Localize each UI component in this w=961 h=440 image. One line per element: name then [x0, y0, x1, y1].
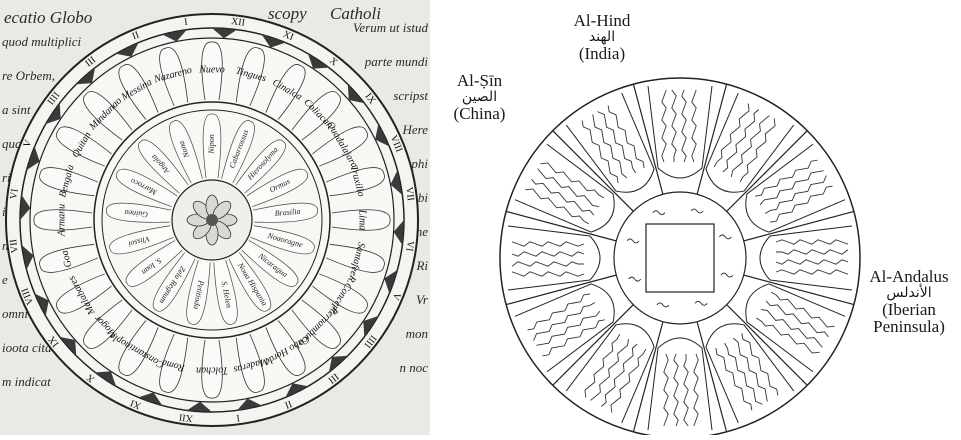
margin-right-text: parte mundi	[364, 54, 429, 69]
margin-left-text: re Orbem,	[2, 68, 55, 83]
top-right-fragment: Catholi	[330, 4, 381, 24]
margin-right-text: Here	[401, 122, 428, 137]
margin-left-text: omni	[2, 306, 28, 321]
top-left-fragment: ecatio Globo	[4, 8, 92, 28]
margin-right-text: Ri	[415, 258, 428, 273]
region-label-hind: Al-Hind الهند (India)	[542, 12, 662, 62]
arabic-qibla-diagram: Al-Hind الهند (India) Al-Ṣīn الصين (Chin…	[432, 0, 961, 435]
roman-numeral: VI	[403, 240, 415, 252]
margin-right-text: scripst	[393, 88, 428, 103]
hind-arabic: الهند	[542, 30, 662, 45]
top-mid-fragment: scopy	[268, 4, 307, 24]
margin-left-text: ioota cita	[2, 340, 52, 355]
margin-right-text: phi	[410, 156, 428, 171]
outer-city-label: Nuevo	[198, 64, 225, 75]
hind-english: (India)	[542, 45, 662, 63]
andalus-arabic: الأندلس	[854, 286, 961, 301]
kaaba-square	[646, 224, 714, 292]
cartographic-circle-figure: quod multiplicire Orbem,a sintqualirit.i…	[0, 0, 430, 435]
region-label-sin: Al-Ṣīn الصين (China)	[432, 72, 527, 122]
roman-numeral: VII	[8, 238, 21, 253]
region-label-andalus: Al-Andalus الأندلس (Iberian Peninsula)	[854, 268, 961, 336]
margin-right-text: n noc	[399, 360, 428, 375]
inner-petal: Nipon	[203, 114, 221, 178]
sin-latin: Al-Ṣīn	[432, 72, 527, 90]
roman-numeral: XII	[178, 411, 193, 424]
roman-numeral: XII	[230, 16, 245, 29]
outer-city-label: Tolchan	[196, 365, 228, 376]
margin-right-text: bi	[418, 190, 429, 205]
hind-latin: Al-Hind	[542, 12, 662, 30]
margin-left-text: e	[2, 272, 8, 287]
outer-city-label: Lima	[357, 209, 368, 231]
inner-city-label: Nipon	[207, 134, 216, 155]
sin-english: (China)	[432, 105, 527, 123]
margin-left-text: quod multiplici	[2, 34, 81, 49]
margin-right-text: mon	[406, 326, 428, 341]
qibla-segments	[432, 0, 961, 435]
outer-city-label: Armanu	[56, 204, 67, 237]
margin-left-text: m indicat	[2, 374, 51, 389]
margin-right-text: Vr	[416, 292, 429, 307]
andalus-latin: Al-Andalus	[854, 268, 961, 286]
outer-petal: Lima	[332, 209, 390, 231]
roman-numeral: VI	[8, 188, 20, 200]
sin-arabic: الصين	[432, 90, 527, 105]
margin-left-text: a sint	[2, 102, 31, 117]
rose-center	[206, 214, 218, 226]
roman-numeral: VII	[403, 186, 416, 201]
andalus-english: (Iberian Peninsula)	[854, 301, 961, 337]
